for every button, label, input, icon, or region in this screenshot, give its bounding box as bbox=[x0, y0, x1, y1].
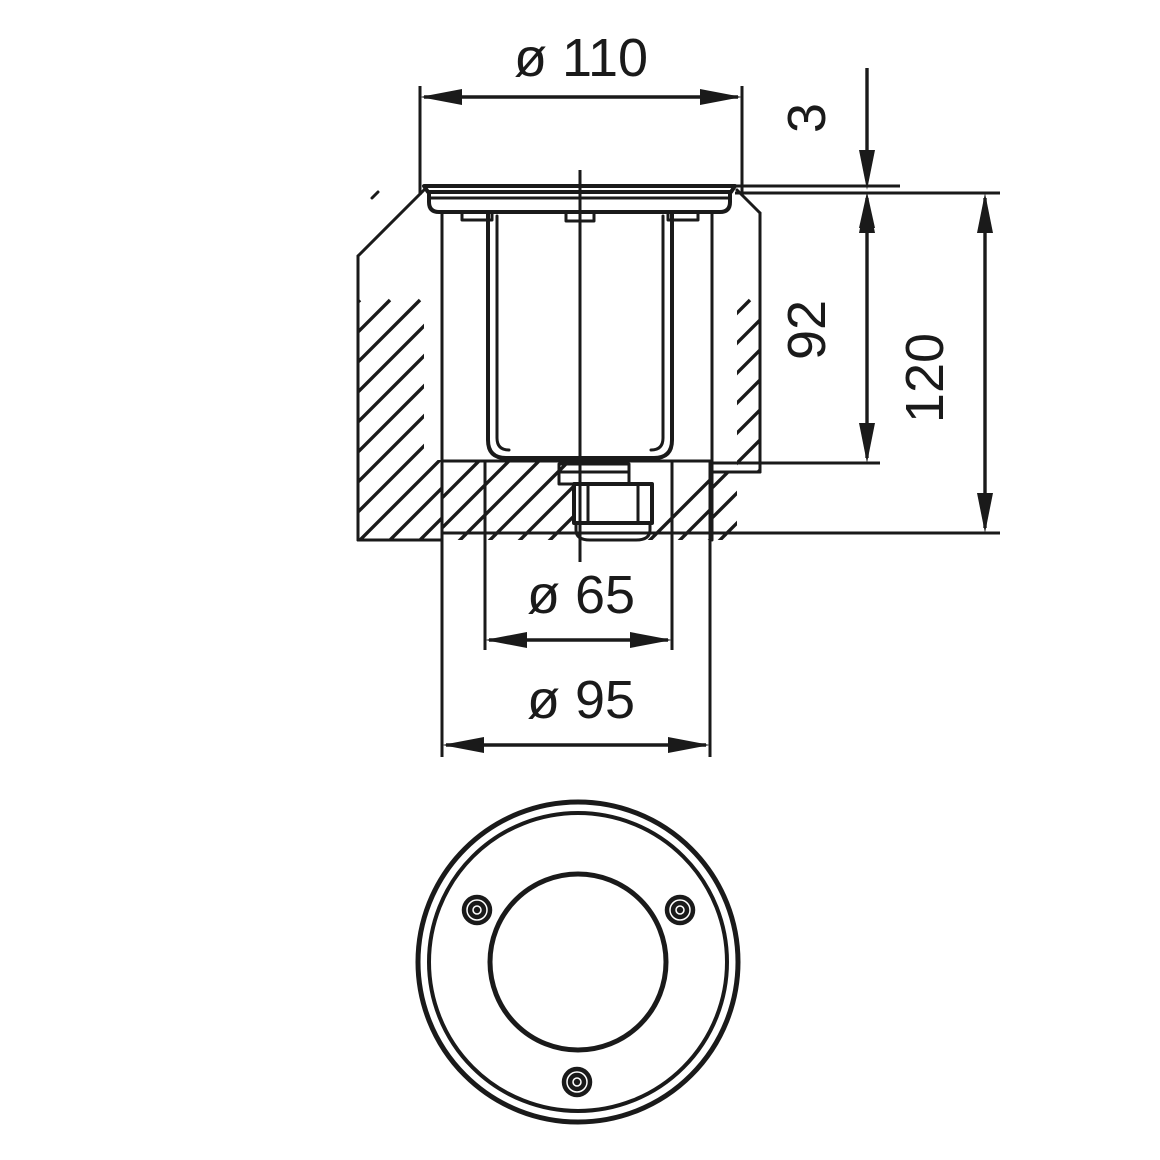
section-view: ø 110 3 bbox=[356, 28, 1000, 757]
ground-cut-boundary bbox=[356, 188, 762, 542]
plan-screw-bottom-center bbox=[561, 1066, 593, 1098]
plan-screw-upper-right bbox=[664, 894, 696, 926]
flange-tab-right bbox=[666, 210, 700, 222]
flange-body bbox=[427, 190, 732, 214]
arrow-dia110-left bbox=[420, 89, 462, 105]
housing-inner-wall-left bbox=[495, 214, 511, 452]
gland-hex-nut bbox=[572, 482, 654, 525]
housing-inner-wall-right bbox=[649, 214, 665, 452]
arrow-thk3-down bbox=[859, 150, 875, 190]
dim-label-dia-65: ø 65 bbox=[527, 565, 635, 625]
dimension-dia-65: ø 65 bbox=[483, 462, 674, 650]
dim-label-thickness-3: 3 bbox=[777, 103, 837, 133]
arrow-dia95-right bbox=[668, 737, 710, 753]
arrow-dia110-right bbox=[700, 89, 742, 105]
dimension-depth-92: 92 bbox=[712, 191, 880, 465]
arrow-92-top bbox=[859, 193, 875, 233]
dim-label-depth-92: 92 bbox=[777, 300, 837, 360]
dim-label-dia-95: ø 95 bbox=[527, 670, 635, 730]
plan-aperture-circle bbox=[487, 871, 669, 1053]
plan-outer-rim-circle bbox=[415, 799, 741, 1125]
hatch-lower-left-ground bbox=[442, 462, 575, 540]
arrow-92-bottom bbox=[859, 423, 875, 463]
plan-view bbox=[415, 799, 741, 1125]
arrow-dia95-left bbox=[442, 737, 484, 753]
arrow-dia65-left bbox=[485, 632, 527, 648]
arrow-dia65-right bbox=[630, 632, 672, 648]
dim-label-dia-110: ø 110 bbox=[514, 28, 648, 88]
plan-screw-upper-left bbox=[461, 894, 493, 926]
flange-tab-left bbox=[460, 210, 494, 222]
dimension-dia-110: ø 110 bbox=[418, 28, 744, 195]
arrow-120-top bbox=[977, 193, 993, 233]
arrow-120-bottom bbox=[977, 493, 993, 533]
dim-label-depth-120: 120 bbox=[895, 333, 955, 423]
dimension-dia-95: ø 95 bbox=[440, 462, 712, 757]
plan-inner-rim-circle bbox=[427, 811, 729, 1113]
dimension-depth-120: 120 bbox=[442, 191, 1000, 535]
